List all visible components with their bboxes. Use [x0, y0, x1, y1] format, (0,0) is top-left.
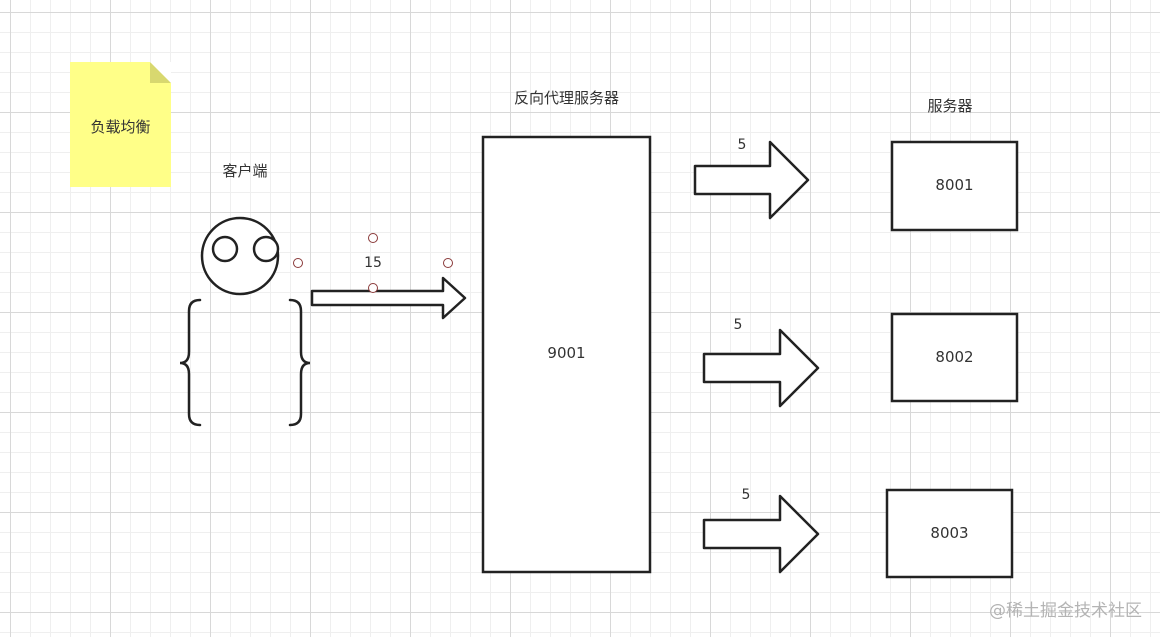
server-box-8001[interactable]	[890, 140, 1019, 232]
proxy-port: 9001	[547, 344, 586, 362]
selection-handle-right[interactable]	[443, 258, 453, 268]
server-8001-weight: 5	[737, 137, 747, 153]
watermark: @稀土掘金技术社区	[989, 601, 1142, 621]
sticky-note[interactable]: 负载均衡	[70, 62, 171, 187]
proxy-to-8001-arrow[interactable]	[693, 140, 810, 220]
server-port-8002: 8002	[935, 348, 974, 366]
server-box-8003[interactable]	[885, 488, 1014, 579]
client-eye-right	[252, 235, 280, 263]
server-box-8002[interactable]	[890, 312, 1019, 403]
client-label: 客户端	[222, 162, 268, 180]
proxy-to-8003-arrow[interactable]	[702, 494, 820, 574]
server-8002-weight: 5	[733, 317, 743, 333]
client-body-right-brace[interactable]	[288, 298, 311, 427]
server-port-8001: 8001	[935, 176, 974, 194]
selection-handle-left[interactable]	[293, 258, 303, 268]
sticky-note-text: 负载均衡	[90, 118, 151, 136]
client-to-proxy-arrow[interactable]	[310, 276, 467, 320]
servers-title: 服务器	[927, 97, 973, 115]
server-port-8003: 8003	[930, 524, 969, 542]
server-8003-weight: 5	[741, 487, 751, 503]
client-link-weight: 15	[364, 255, 382, 271]
client-body-left-brace[interactable]	[179, 298, 202, 427]
proxy-title: 反向代理服务器	[513, 89, 619, 107]
proxy-server-box[interactable]	[481, 135, 652, 574]
sticky-note-fold	[150, 62, 171, 83]
client-eye-left	[211, 235, 239, 263]
selection-handle-top[interactable]	[368, 233, 378, 243]
selection-handle-bottom[interactable]	[368, 283, 378, 293]
proxy-to-8002-arrow[interactable]	[702, 328, 820, 408]
